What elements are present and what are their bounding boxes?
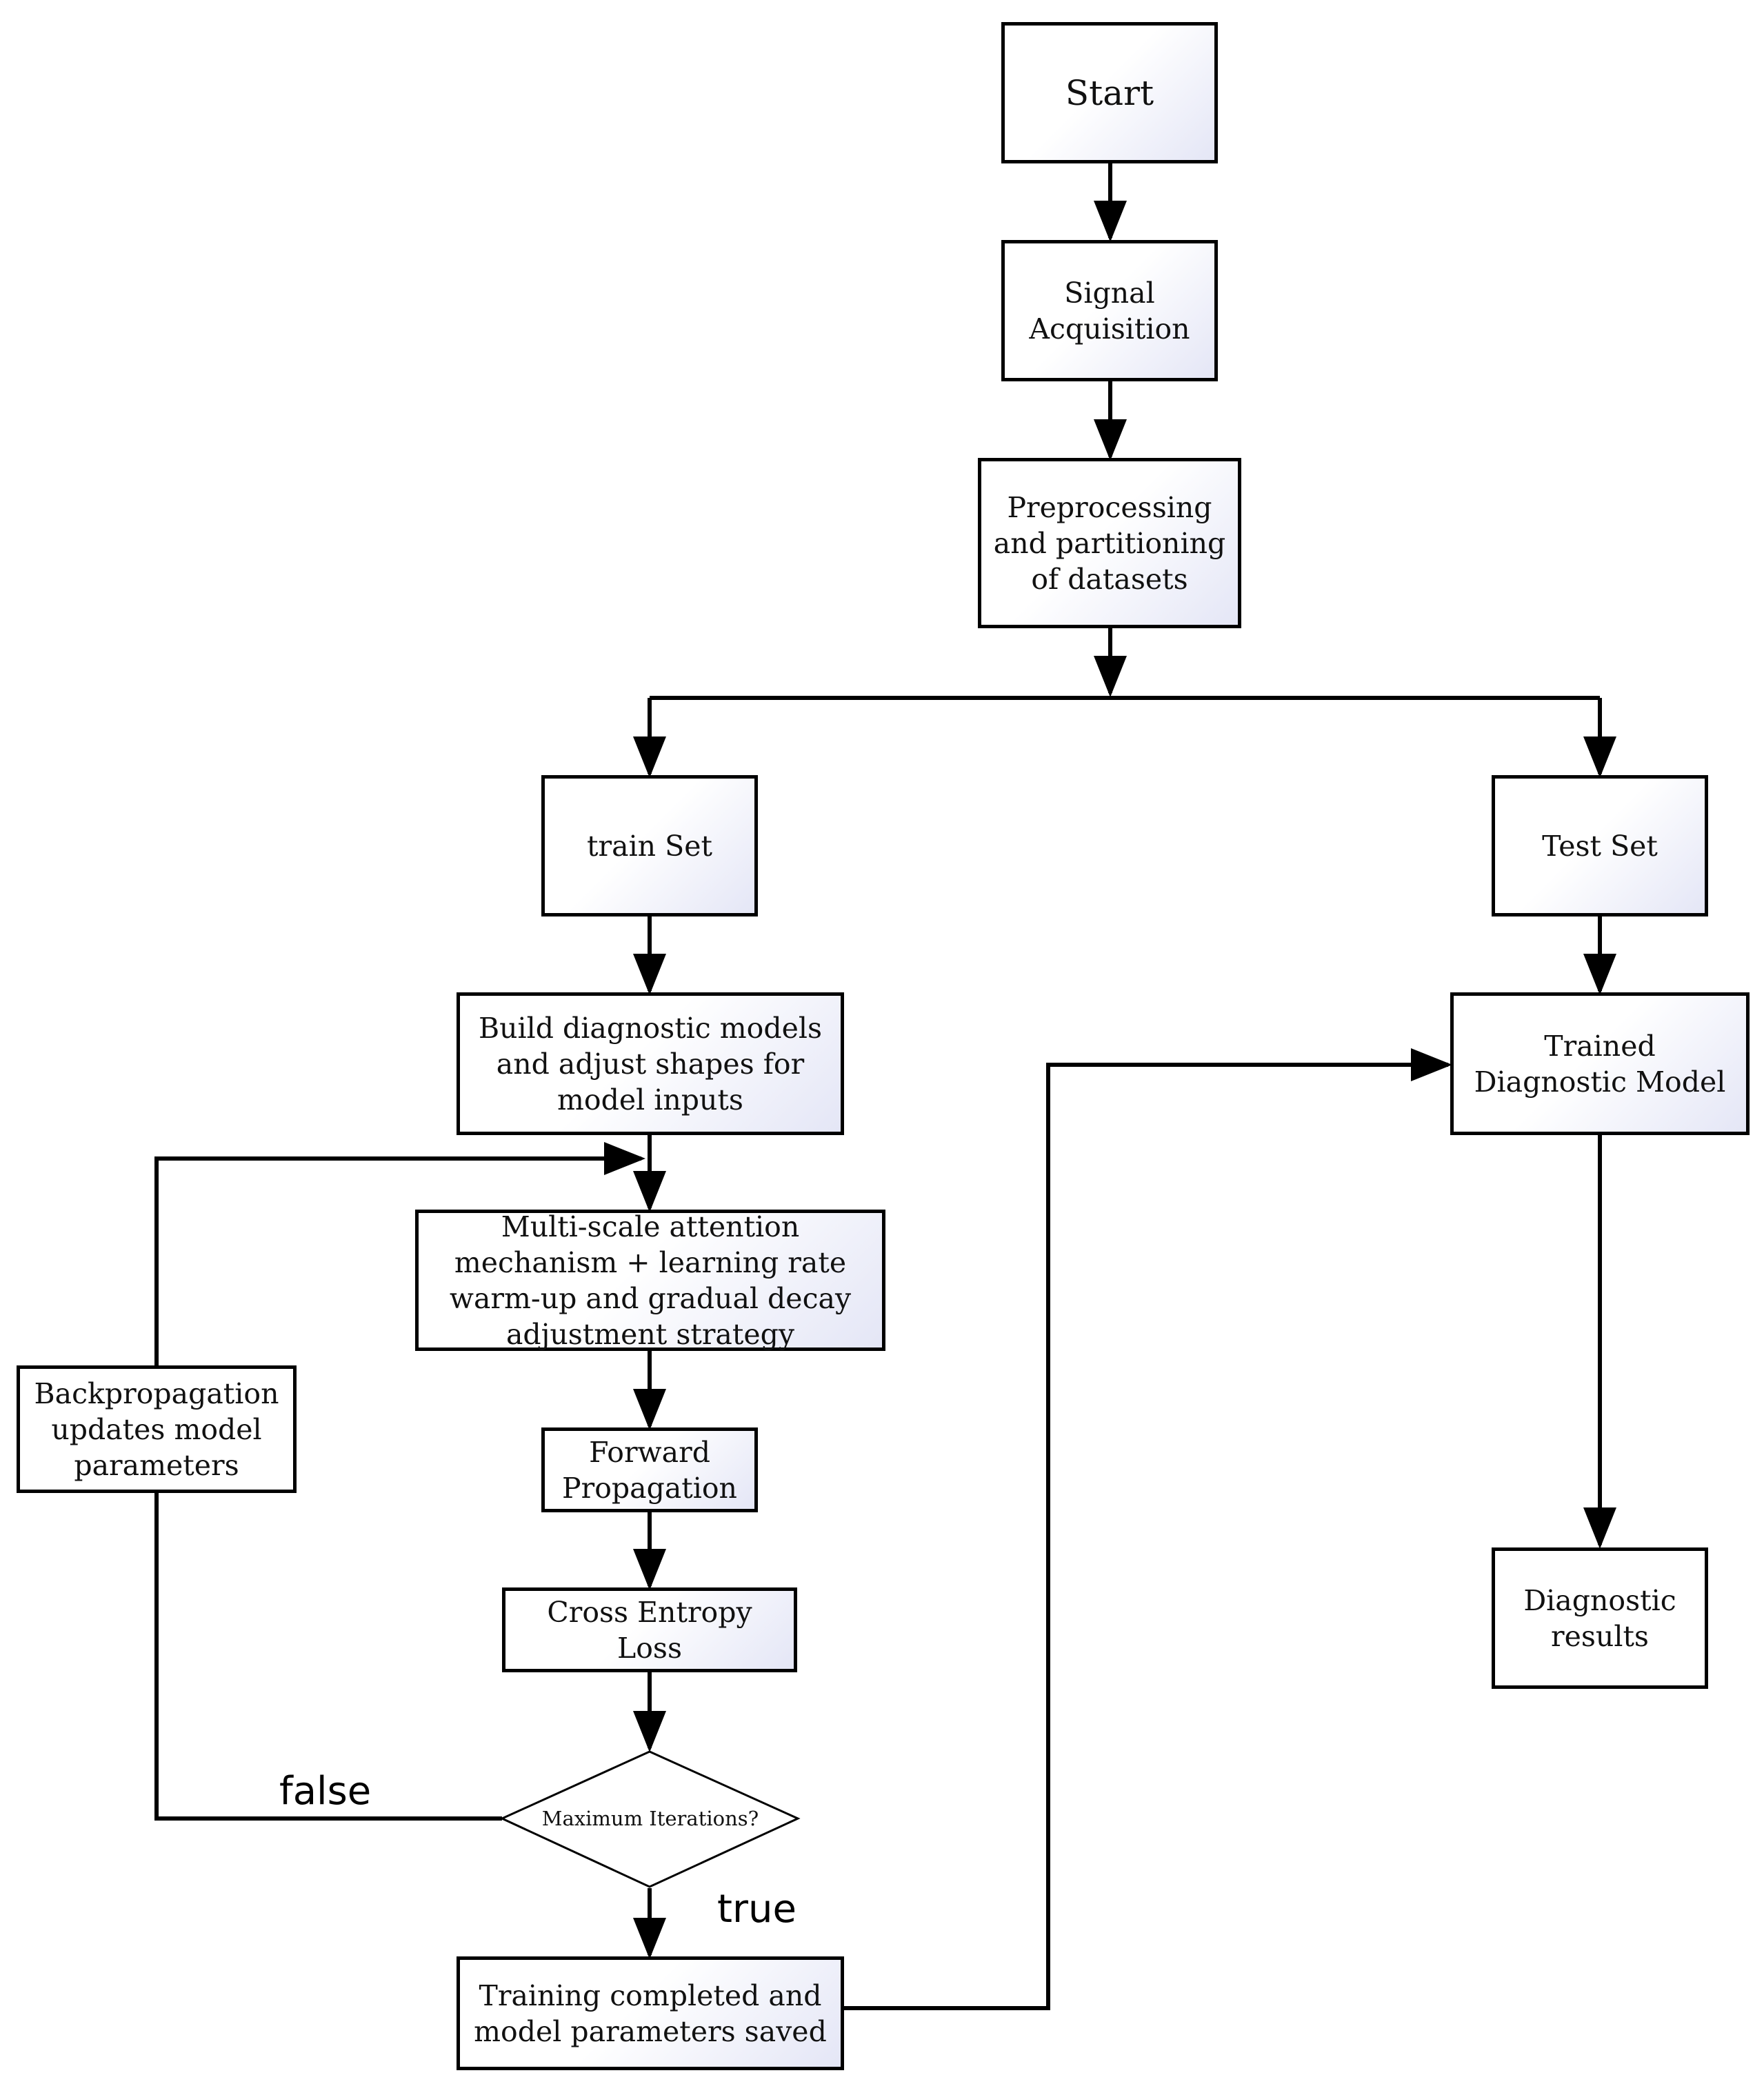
trained-model-node: Trained Diagnostic Model [1450,992,1750,1135]
build-models-label: Build diagnostic models and adjust shape… [478,1011,823,1116]
cross-entropy-loss-label: Cross Entropy Loss [547,1595,752,1665]
decision-label: Maximum Iterations? [541,1807,759,1830]
start-label: Start [1065,72,1154,113]
trained-model-label: Trained Diagnostic Model [1474,1029,1726,1099]
true-edge-label: true [717,1887,796,1932]
forward-propagation-node: Forward Propagation [541,1427,758,1512]
forward-propagation-label: Forward Propagation [562,1435,737,1505]
backpropagation-label: Backpropagation updates model parameters [34,1376,279,1482]
diagnostic-results-label: Diagnostic results [1523,1583,1676,1653]
preprocessing-node: Preprocessing and partitioning of datase… [978,458,1241,628]
false-edge-label: false [279,1769,372,1814]
signal-acquisition-label: Signal Acquisition [1029,276,1190,345]
signal-acquisition-node: Signal Acquisition [1001,240,1218,381]
training-completed-node: Training completed and model parameters … [457,1956,844,2070]
backpropagation-node: Backpropagation updates model parameters [17,1365,297,1493]
training-completed-label: Training completed and model parameters … [474,1978,827,2048]
decision-diamond [499,1750,801,1888]
train-set-label: train Set [587,829,712,863]
test-set-label: Test Set [1542,829,1658,863]
build-models-node: Build diagnostic models and adjust shape… [457,992,844,1135]
start-node: Start [1001,22,1218,163]
edge-done-to-trained-model [844,1048,1452,2010]
cross-entropy-loss-node: Cross Entropy Loss [502,1587,797,1672]
preprocessing-label: Preprocessing and partitioning of datase… [993,490,1226,596]
test-set-node: Test Set [1492,775,1708,916]
edge-decision-false-loop [154,1492,502,1821]
attention-node: Multi-scale attention mechanism + learni… [415,1210,885,1351]
diagnostic-results-node: Diagnostic results [1492,1547,1708,1689]
attention-label: Multi-scale attention mechanism + learni… [449,1210,852,1351]
train-set-node: train Set [541,775,758,916]
edge-backprop-to-attention [154,1142,645,1365]
